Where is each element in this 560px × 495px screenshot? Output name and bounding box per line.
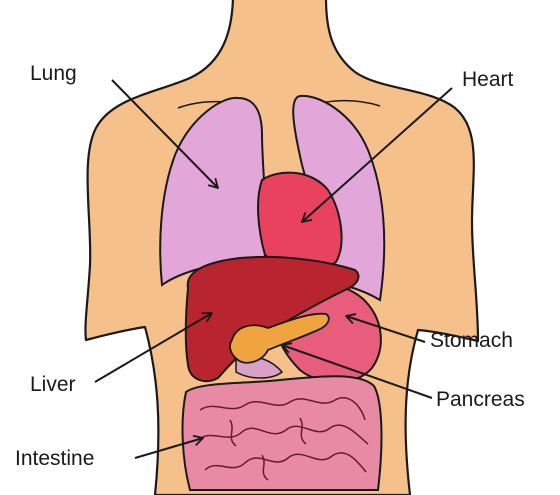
label-liver: Liver [30,373,76,396]
label-stomach: Stomach [430,329,513,352]
label-heart: Heart [462,68,514,91]
label-pancreas: Pancreas [436,388,525,411]
label-intestine: Intestine [15,447,94,470]
label-lung: Lung [30,62,77,85]
